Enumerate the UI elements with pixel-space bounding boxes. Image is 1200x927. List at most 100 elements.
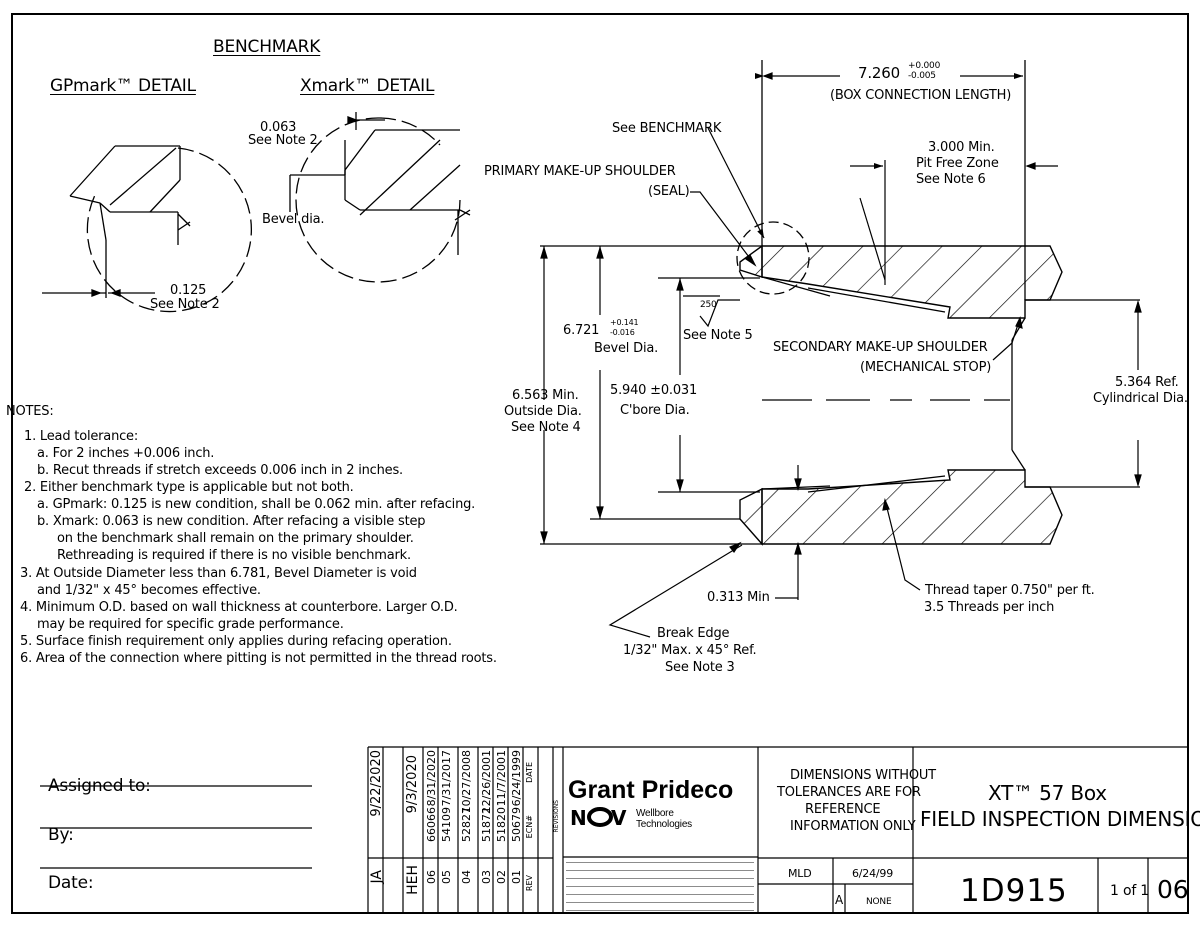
seal-label: (SEAL) (648, 184, 690, 199)
gpmark-dim-note: See Note 2 (150, 297, 220, 312)
rev-row-date: 10/27/2008 (460, 750, 473, 814)
note-line: 6. Area of the connection where pitting … (20, 651, 497, 666)
od-label-3: See Note 4 (511, 420, 581, 435)
xmark-detail (289, 112, 471, 283)
rev-row-rev: 03 (480, 870, 493, 884)
rev-row-rev: 04 (460, 870, 473, 884)
revisions-header: REVISIONS (553, 800, 560, 833)
note-line: 4. Minimum O.D. based on wall thickness … (20, 600, 458, 615)
date-header: DATE (525, 762, 534, 783)
rev-row-date: 8/31/2020 (425, 750, 438, 807)
note-line: and 1/32" x 45° becomes effective. (37, 583, 261, 598)
revision-number: 06 (1157, 875, 1189, 904)
drawing-number: 1D915 (960, 873, 1068, 909)
note-line: may be required for specific grade perfo… (37, 617, 344, 632)
dim-note-2: TOLERANCES ARE FOR (777, 785, 921, 800)
xmark-dim-note: See Note 2 (248, 133, 318, 148)
pit-free-1: 3.000 Min. (928, 140, 995, 155)
break-edge-1: Break Edge (657, 626, 730, 641)
note-line: 5. Surface finish requirement only appli… (20, 634, 452, 649)
note-line: a. For 2 inches +0.006 inch. (37, 446, 215, 461)
assigned-to-label: Assigned to: (48, 776, 151, 796)
xmark-dim-value: 0.063 (260, 120, 297, 135)
dim-note-3: REFERENCE (805, 802, 881, 817)
cbore-label-1: 5.940 ±0.031 (610, 383, 698, 398)
rev-row-ecn: 50679 (510, 807, 523, 842)
drawing-title-1: XT™ 57 Box (988, 781, 1107, 805)
dim-note-4: INFORMATION ONLY (790, 819, 916, 834)
wellbore-label-2: Technologies (636, 819, 692, 830)
break-edge-3: See Note 3 (665, 660, 735, 675)
pit-free-2: Pit Free Zone (916, 156, 999, 171)
checker-date: 9/3/2020 (405, 755, 420, 814)
svg-text:N: N (570, 806, 587, 830)
note-line: a. GPmark: 0.125 is new condition, shall… (37, 497, 476, 512)
drawn-date: 6/24/99 (852, 867, 894, 880)
xmark-detail-title: Xmark™ DETAIL (300, 76, 435, 96)
bevel-dia-value: 6.721 (563, 323, 600, 338)
company-name: Grant Prideco (568, 776, 734, 804)
rev-row-date: 7/31/2017 (440, 750, 453, 807)
box-length-minus: -0.005 (908, 71, 936, 81)
break-edge-2: 1/32" Max. x 45° Ref. (623, 643, 757, 658)
box-length-value: 7.260 (858, 64, 900, 82)
gpmark-detail-title: GPmark™ DETAIL (50, 76, 196, 96)
secondary-shoulder-2: (MECHANICAL STOP) (860, 360, 992, 375)
bevel-dia-minus: -0.016 (610, 328, 635, 337)
notes-title: NOTES: (6, 404, 54, 419)
note-line: b. Recut threads if stretch exceeds 0.00… (37, 463, 403, 478)
note-line: b. Xmark: 0.063 is new condition. After … (37, 514, 426, 529)
checker-initials: HEH (405, 865, 421, 895)
nov-logo: N V (570, 806, 632, 830)
note-line: 1. Lead tolerance: (24, 429, 139, 444)
thread-taper-2: 3.5 Threads per inch (924, 600, 1055, 615)
rev-row-date: 6/24/1999 (510, 750, 523, 807)
note-line: on the benchmark shall remain on the pri… (57, 531, 414, 546)
by-label: By: (48, 825, 74, 845)
cyl-dia-2: Cylindrical Dia. (1093, 391, 1188, 406)
cbore-label-2: C'bore Dia. (620, 403, 690, 418)
note-line: 2. Either benchmark type is applicable b… (24, 480, 354, 495)
rev-row-date: 11/7/2001 (495, 750, 508, 807)
od-label-2: Outside Dia. (504, 404, 582, 419)
gpmark-dim-value: 0.125 (170, 283, 207, 298)
box-section (739, 244, 1063, 546)
wellbore-label-1: Wellbore (636, 808, 674, 819)
note-line: 3. At Outside Diameter less than 6.781, … (20, 566, 417, 581)
od-label-1: 6.563 Min. (512, 388, 579, 403)
bevel-dia-label: Bevel dia. (262, 212, 325, 227)
ecn-header: ECN# (525, 815, 534, 839)
note-line: Rethreading is required if there is no v… (57, 548, 411, 563)
drawing-frame (11, 13, 1189, 914)
see-note5-label: See Note 5 (683, 328, 753, 343)
bevel-dia-plus: +0.141 (610, 318, 639, 327)
section-lines (540, 60, 1140, 545)
sheet-count: 1 of 1 (1110, 883, 1150, 899)
rev-row-rev: 02 (495, 870, 508, 884)
wall-min-label: 0.313 Min (707, 590, 770, 605)
approver-date: 9/22/2020 (369, 750, 384, 817)
dimension-lines (540, 72, 1142, 638)
thread-taper-1: Thread taper 0.750" per ft. (925, 583, 1095, 598)
rev-row-rev: 05 (440, 870, 453, 884)
rev-header: REV (525, 875, 534, 892)
see-benchmark-label: See BENCHMARK (612, 121, 722, 136)
cyl-dia-1: 5.364 Ref. (1115, 375, 1179, 390)
date-label: Date: (48, 873, 94, 893)
rev-row-ecn: 51820 (495, 807, 508, 842)
svg-text:V: V (611, 806, 627, 830)
scale-value: NONE (866, 897, 892, 907)
rev-row-rev: 06 (425, 870, 438, 884)
dim-note-1: DIMENSIONS WITHOUT (790, 768, 936, 783)
drawn-by: MLD (788, 867, 812, 880)
rev-row-ecn: 66066 (425, 807, 438, 842)
drawing-title-2: FIELD INSPECTION DIMENSIONS (920, 807, 1200, 831)
pit-free-3: See Note 6 (916, 172, 986, 187)
box-length-desc: (BOX CONNECTION LENGTH) (830, 88, 1012, 103)
primary-shoulder-label: PRIMARY MAKE-UP SHOULDER (484, 164, 676, 179)
title-block-lines (40, 746, 1189, 914)
copyright-fine-print (566, 860, 754, 912)
rev-row-ecn: 54109 (440, 807, 453, 842)
box-length-plus: +0.000 (908, 61, 941, 71)
surface-finish-value: 250 (700, 300, 717, 310)
